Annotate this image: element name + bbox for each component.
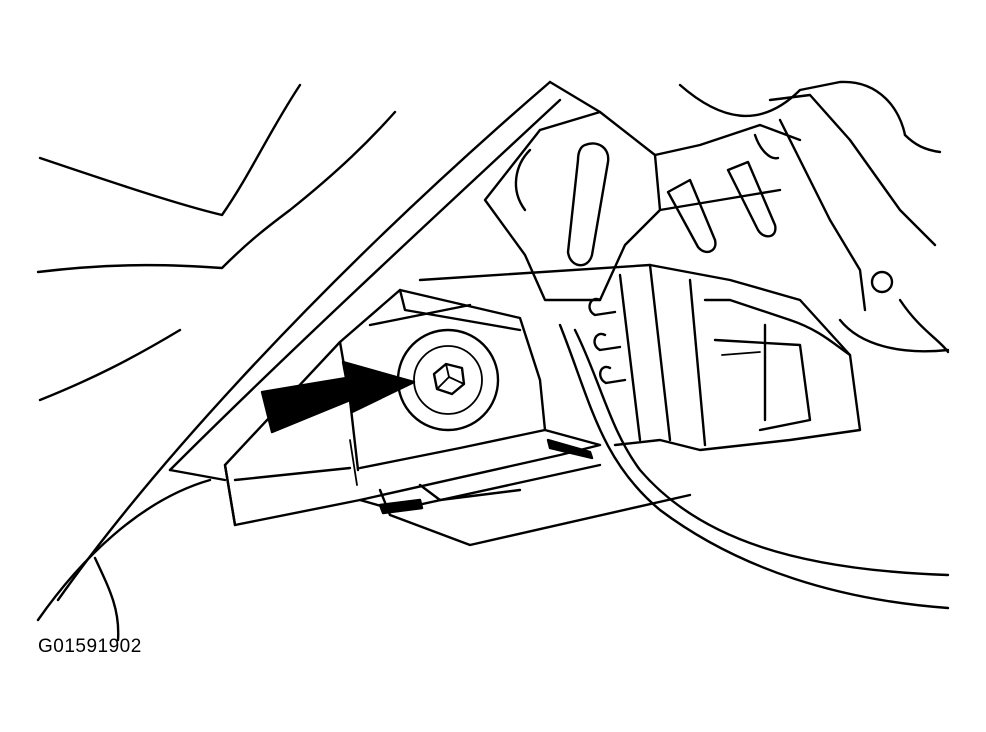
bracket-slot (726, 160, 777, 238)
bracket-slot (566, 142, 610, 267)
module-right-section (418, 263, 862, 452)
mounting-bracket (483, 110, 802, 302)
bolt-icon (432, 362, 466, 396)
bolt-assembly (396, 328, 500, 432)
diagonal-strut (56, 80, 602, 602)
figure-id-label: G01591902 (38, 636, 142, 657)
connector-pin (588, 297, 617, 317)
pivot-hole (870, 270, 894, 294)
right-bracket (678, 80, 950, 354)
connector-pin (593, 332, 622, 352)
bracket-slot (666, 178, 717, 254)
wiring-harness (558, 323, 950, 610)
connector-pin (599, 365, 627, 385)
washer (396, 328, 500, 432)
arrow-icon (260, 360, 416, 434)
panel-edges (36, 83, 397, 402)
lower-edge (36, 478, 212, 642)
